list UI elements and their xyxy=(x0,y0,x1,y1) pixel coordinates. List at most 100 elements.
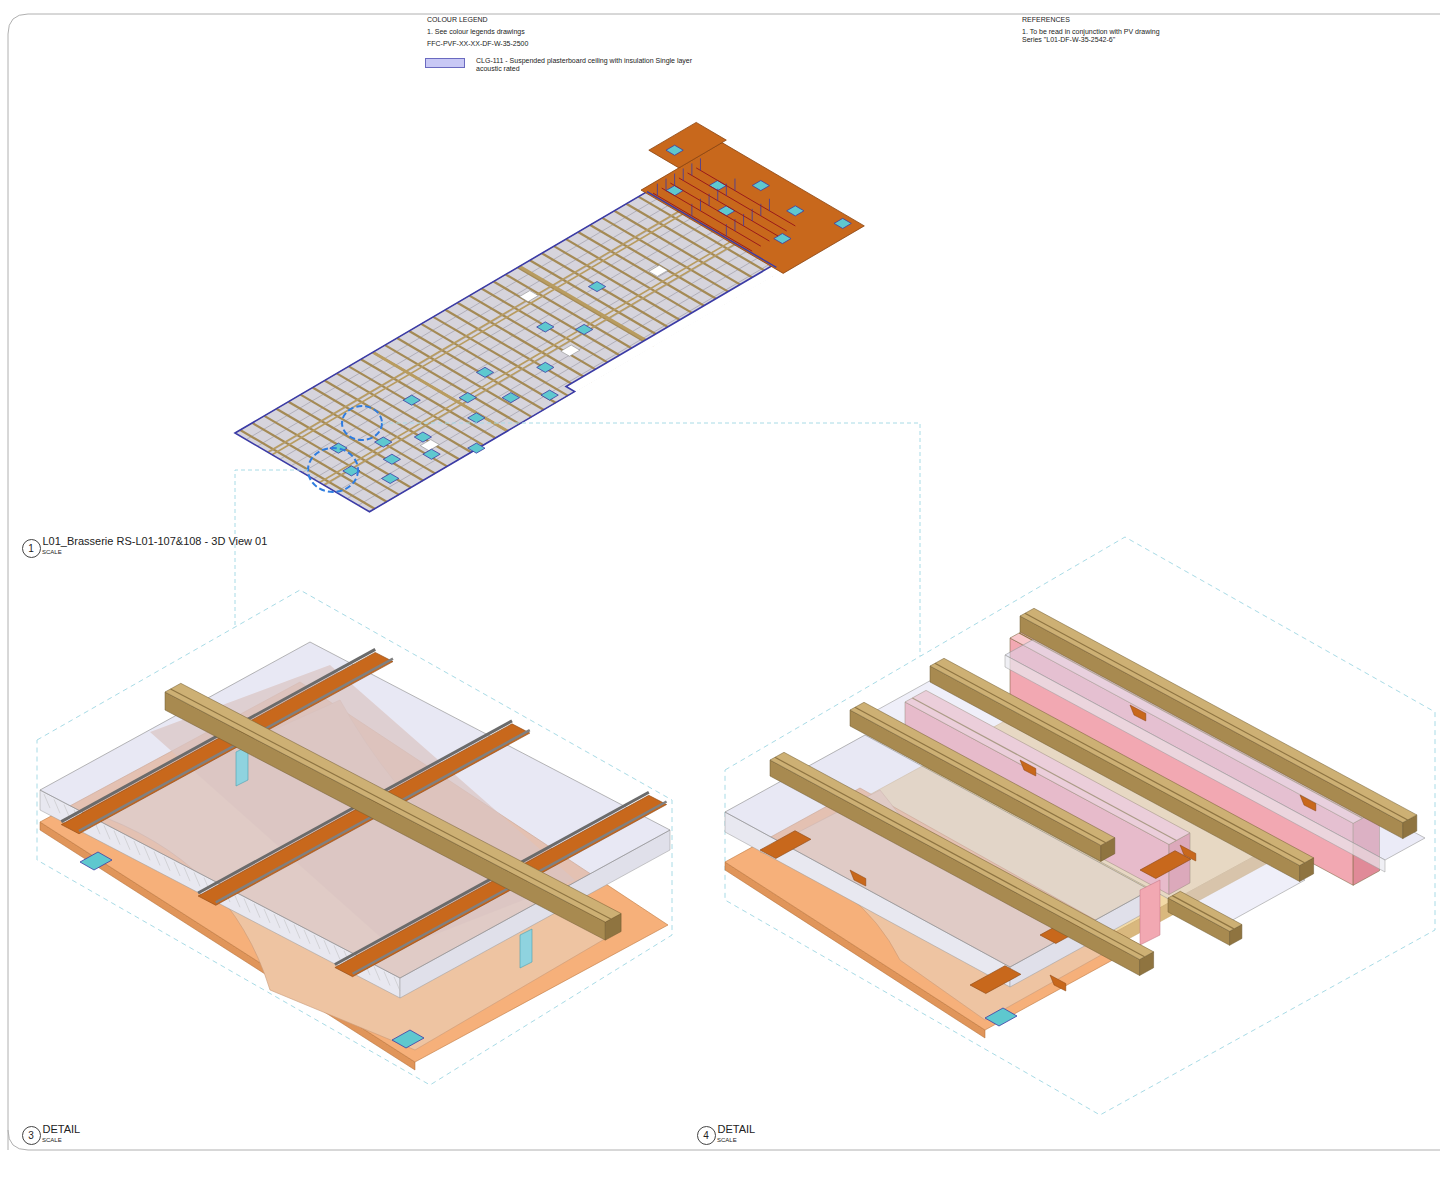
label-text: SCALE xyxy=(42,1137,62,1143)
secondary-channel xyxy=(1168,891,1242,931)
ceiling-channel xyxy=(760,831,811,859)
slab-hatch xyxy=(124,836,130,850)
slab-hatch xyxy=(44,794,50,808)
grid-line xyxy=(313,237,727,479)
ceiling-opening xyxy=(520,291,539,302)
light-fitting xyxy=(537,362,554,372)
callout-number: 3 xyxy=(28,1130,34,1141)
grid-line xyxy=(336,250,750,492)
ceiling-outline xyxy=(235,191,775,512)
channel-cleat xyxy=(850,870,866,886)
slab-hatch xyxy=(234,893,240,907)
detail-callout-circle xyxy=(342,406,382,440)
detail-boundary xyxy=(725,537,1435,1115)
label-text: 1. To be read in conjunction with PV dra… xyxy=(1022,28,1160,43)
legend-entry: CLG-111 - Suspended plasterboard ceiling… xyxy=(425,57,725,73)
light-fitting xyxy=(392,1030,424,1048)
channel-cleat xyxy=(1300,795,1316,811)
grid-line xyxy=(257,204,671,446)
hanger-bracket xyxy=(520,929,532,968)
label-text: L01_Brasserie RS-L01-107&108 - 3D View 0… xyxy=(43,535,268,547)
main-runner xyxy=(268,210,682,452)
slab-hatch xyxy=(274,914,280,928)
secondary-channel xyxy=(1025,613,1408,820)
service-frame xyxy=(769,199,770,211)
light-fitting xyxy=(718,206,735,216)
slab-hatch xyxy=(244,898,250,912)
light-fitting xyxy=(476,367,493,377)
slab-hatch xyxy=(324,940,330,954)
secondary-channel xyxy=(770,752,1154,959)
grid-line xyxy=(280,217,694,459)
primary-beam xyxy=(165,692,605,940)
light-fitting xyxy=(666,186,683,196)
ceiling-channel xyxy=(61,652,393,833)
light-fitting xyxy=(459,393,476,403)
slab-hatch xyxy=(154,852,160,866)
light-fitting xyxy=(383,454,400,464)
light-fitting xyxy=(414,432,431,442)
slab-hatch xyxy=(174,862,180,876)
light-fitting xyxy=(588,282,605,292)
references-heading: REFERENCES xyxy=(1022,16,1070,24)
label-text: REFERENCES xyxy=(1022,16,1070,23)
view-title: L01_Brasserie RS-L01-107&108 - 3D View 0… xyxy=(43,535,268,548)
service-zone xyxy=(649,122,727,167)
label-text: SCALE xyxy=(42,549,62,555)
grid-line xyxy=(358,263,772,505)
ceiling-3d-view xyxy=(235,122,864,511)
ceiling-channel xyxy=(1140,851,1191,879)
service-frame xyxy=(688,173,787,231)
service-frame xyxy=(674,174,675,186)
slab-hatch xyxy=(184,867,190,881)
main-runner xyxy=(319,240,733,482)
slab-hatch xyxy=(374,966,380,980)
channel-cleat xyxy=(1050,975,1066,991)
wall-block xyxy=(1140,880,1160,945)
service-frame xyxy=(696,168,795,226)
drawing-reference: FFC-PVF-XX-XX-DF-W-35-2500 xyxy=(427,40,528,48)
light-fitting xyxy=(666,145,683,155)
light-fitting xyxy=(468,413,485,423)
main-runner xyxy=(519,266,653,345)
detail-leader xyxy=(235,470,308,627)
slab-hatch xyxy=(334,945,340,959)
slab-hatch xyxy=(164,857,170,871)
legend-heading: COLOUR LEGEND xyxy=(427,16,488,24)
main-runner xyxy=(272,212,686,454)
label-text: SCALE xyxy=(717,1137,737,1143)
light-fitting xyxy=(541,390,558,400)
ceiling-opening xyxy=(561,345,580,356)
detail-callout-circle xyxy=(308,448,358,492)
service-frame xyxy=(666,179,667,191)
view-title: DETAIL xyxy=(718,1123,756,1136)
slab-hatch xyxy=(54,799,60,813)
scale-label: SCALE xyxy=(42,1137,62,1144)
channel-cleat xyxy=(1020,760,1036,776)
slab-hatch xyxy=(394,977,400,991)
slab-hatch xyxy=(134,841,140,855)
ceiling-notch xyxy=(566,264,784,392)
secondary-channel xyxy=(775,757,1145,957)
slab-hatch xyxy=(104,825,110,839)
light-fitting xyxy=(403,395,420,405)
slab-hatch xyxy=(194,872,200,886)
legend-note: 1. See colour legends drawings xyxy=(427,28,525,36)
reference-note: 1. To be read in conjunction with PV dra… xyxy=(1022,28,1172,44)
ceiling-board xyxy=(850,678,1305,927)
label-text: DETAIL xyxy=(43,1123,81,1135)
grid-line xyxy=(269,210,683,452)
main-runner xyxy=(324,243,738,485)
ceiling-channel xyxy=(970,966,1021,994)
light-fitting xyxy=(834,218,851,228)
slab-hatch xyxy=(264,909,270,923)
light-fitting xyxy=(985,1008,1017,1026)
light-fitting xyxy=(537,322,554,332)
ceiling-grid-area xyxy=(235,191,783,512)
service-frame xyxy=(657,184,658,196)
sheet-border xyxy=(8,14,1440,1150)
grid-line xyxy=(302,230,716,472)
